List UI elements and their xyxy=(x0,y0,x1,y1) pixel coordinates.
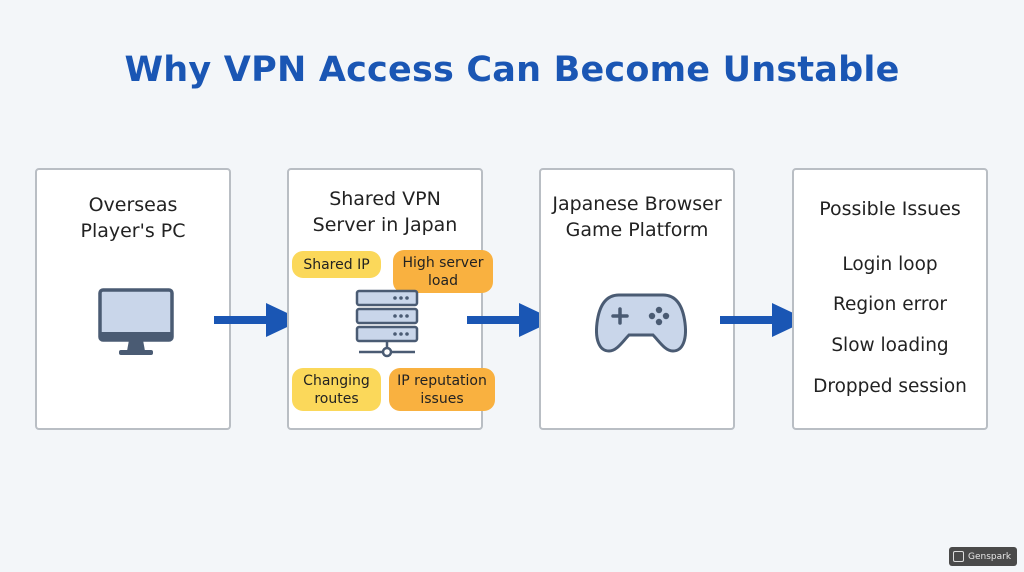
tag-label-line-1: High server xyxy=(402,254,484,271)
issue-item: Slow loading xyxy=(831,335,949,356)
box-title-line-2: Game Platform xyxy=(565,219,709,241)
tag-label-line-1: Changing xyxy=(303,372,370,389)
issue-item: Login loop xyxy=(842,254,938,275)
box-title-line-2: Player's PC xyxy=(80,220,186,242)
box-shared-vpn-server: Shared VPN Server in Japan Shared IP Hig… xyxy=(287,168,495,430)
arrow-right-icon xyxy=(467,303,555,337)
tag-shared-ip: Shared IP xyxy=(292,251,381,278)
box-overseas-pc: Overseas Player's PC xyxy=(35,168,231,430)
arrow-right-icon xyxy=(720,303,808,337)
page-title: Why VPN Access Can Become Unstable xyxy=(124,50,900,90)
box-title: Possible Issues xyxy=(819,198,961,220)
tag-changing-routes: Changing routes xyxy=(292,368,381,411)
tag-label-line-1: IP reputation xyxy=(397,372,487,389)
tag-label-line-2: routes xyxy=(314,390,359,407)
box-game-platform: Japanese Browser Game Platform xyxy=(539,168,735,430)
tag-label: Shared IP xyxy=(303,256,370,273)
genspark-logo-icon xyxy=(953,551,964,562)
watermark-text: Genspark xyxy=(968,551,1012,562)
tag-label-line-2: issues xyxy=(420,390,464,407)
tag-ip-reputation-issues: IP reputation issues xyxy=(389,368,495,411)
gamepad-icon xyxy=(595,293,687,353)
arrow-right-icon xyxy=(214,303,302,337)
box-title-line-1: Japanese Browser xyxy=(552,193,722,215)
issue-item: Region error xyxy=(833,294,947,315)
monitor-icon xyxy=(98,288,174,355)
issue-item: Dropped session xyxy=(813,376,967,397)
box-title-line-1: Shared VPN xyxy=(329,188,441,210)
server-icon xyxy=(355,289,419,358)
watermark-badge: Genspark xyxy=(949,547,1017,566)
tag-label-line-2: load xyxy=(428,272,458,289)
box-title-line-2: Server in Japan xyxy=(312,214,458,236)
box-title-line-1: Overseas xyxy=(88,194,178,216)
box-possible-issues: Possible Issues Login loop Region error … xyxy=(792,168,988,430)
tag-high-server-load: High server load xyxy=(393,250,493,293)
